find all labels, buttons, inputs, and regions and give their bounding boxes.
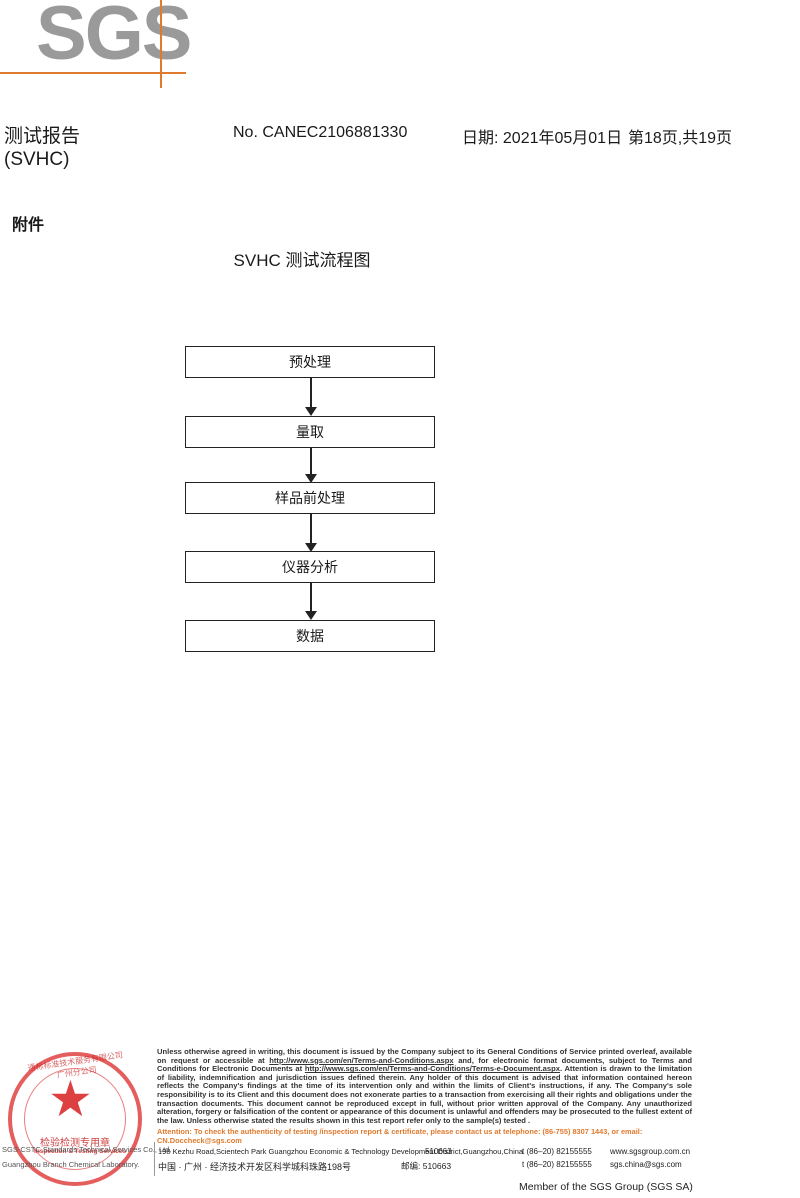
flow-step-instrument-analysis: 仪器分析 <box>185 551 435 583</box>
flow-step-label: 量取 <box>296 424 324 440</box>
flow-step-label: 样品前处理 <box>275 490 345 506</box>
disclaimer-text: and, for electronic format documents, su… <box>157 1055 692 1074</box>
flow-step-pretreatment: 预处理 <box>185 346 435 378</box>
report-date: 日期: 2021年05月01日 <box>462 130 623 147</box>
flow-step-label: 数据 <box>296 628 324 644</box>
member-line: Member of the SGS Group (SGS SA) <box>519 1181 693 1193</box>
disclaimer-text: Unless otherwise agreed in writing, this… <box>157 1047 692 1065</box>
disclaimer-text: . Attention is drawn to the limitation o… <box>157 1064 693 1125</box>
telephone-1: t (86–20) 82155555 <box>522 1147 592 1156</box>
sgs-logo: SGS <box>36 0 192 76</box>
authenticity-notice: Attention: To check the authenticity of … <box>157 1127 643 1145</box>
flow-step-label: 仪器分析 <box>282 559 338 575</box>
postcode-cn: 邮编: 510663 <box>401 1161 452 1171</box>
seal-outer-ring <box>8 1052 142 1186</box>
lab-name-line1: SGS-CSTC Standards Technical Services Co… <box>2 1145 172 1154</box>
disclaimer: Unless otherwise agreed in writing, this… <box>157 1047 693 1125</box>
seal-text-cn: 检验检测专用章 <box>40 1138 110 1149</box>
flow-step-measure: 量取 <box>185 416 435 448</box>
company-seal: 通标标准技术服务有限公司广州分公司 ★ 检验检测专用章 Inspection &… <box>8 1050 142 1186</box>
address-en: 198 Kezhu Road,Scientech Park Guangzhou … <box>158 1147 524 1156</box>
report-number: No. CANEC2106881330 <box>233 124 408 141</box>
footer-divider <box>154 1142 155 1176</box>
flow-step-data: 数据 <box>185 620 435 652</box>
logo-vertical-rule <box>160 0 162 88</box>
annex-heading: 附件 <box>12 217 45 234</box>
flow-arrow-head <box>305 611 317 620</box>
flow-arrow-line <box>310 448 312 475</box>
flow-chart-title: SVHC 测试流程图 <box>233 251 371 270</box>
flow-arrow-head <box>305 474 317 483</box>
flow-arrow-head <box>305 543 317 552</box>
telephone-2: t (86–20) 82155555 <box>522 1160 592 1169</box>
terms-link[interactable]: http://www.sgs.com/en/Terms-and-Conditio… <box>269 1055 454 1065</box>
contact-email[interactable]: sgs.china@sgs.com <box>610 1160 682 1169</box>
flow-arrow-head <box>305 407 317 416</box>
seal-text-en: Inspection & Testing Services <box>34 1148 126 1155</box>
flow-step-sample-prep: 样品前处理 <box>185 482 435 514</box>
flow-arrow-line <box>310 514 312 544</box>
flow-arrow-line <box>310 583 312 612</box>
postcode-en: 510663 <box>425 1147 452 1156</box>
flow-step-label: 预处理 <box>289 354 331 370</box>
page-number: 第18页,共19页 <box>628 130 733 147</box>
website[interactable]: www.sgsgroup.com.cn <box>610 1147 691 1156</box>
star-icon: ★ <box>48 1071 93 1127</box>
e-document-terms-link[interactable]: http://www.sgs.com/en/Terms-and-Conditio… <box>304 1064 560 1074</box>
address-cn: 中国 · 广州 · 经济技术开发区科学城科珠路198号 <box>158 1162 352 1172</box>
report-title: 测试报告 <box>4 126 81 147</box>
lab-name-line2: Guangzhou Branch Chemical Laboratory. <box>2 1160 140 1169</box>
seal-inner-ring <box>24 1068 126 1170</box>
flow-arrow-line <box>310 378 312 408</box>
report-subtitle: (SVHC) <box>4 149 70 170</box>
logo-horizontal-rule <box>0 72 186 74</box>
